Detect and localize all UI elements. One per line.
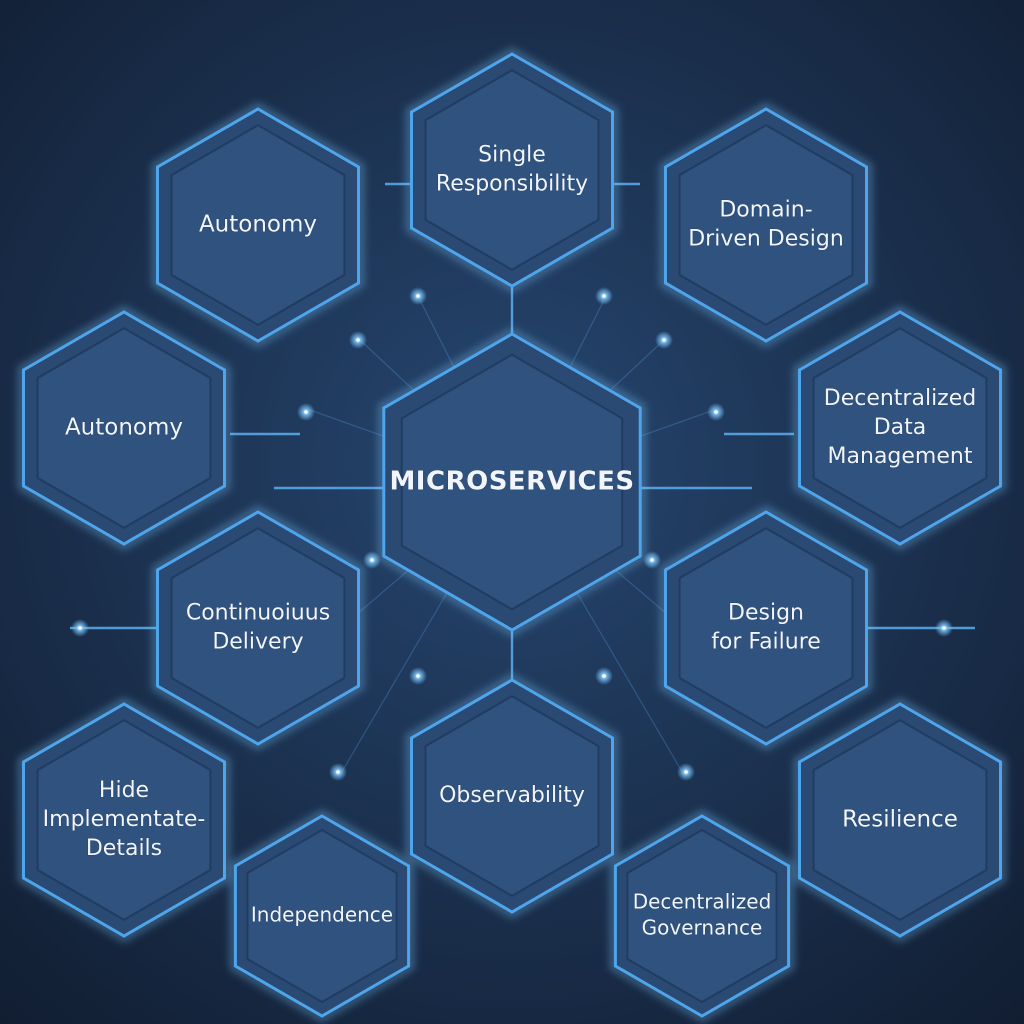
center-label: MICROSERVICES xyxy=(389,467,634,497)
hex-glow xyxy=(405,47,619,293)
hex-glow xyxy=(659,102,873,348)
hex-label-line: Data xyxy=(874,415,927,440)
hex-glow xyxy=(17,697,231,943)
hex-label-line: Governance xyxy=(642,916,763,940)
hex-node-microservices-center: MICROSERVICES xyxy=(378,327,646,637)
sparkle-core xyxy=(714,410,718,414)
hex-node-design-for-failure: Design for Failure xyxy=(659,505,873,751)
hex-inner xyxy=(170,527,346,729)
hex-node-observability: Observability xyxy=(405,673,619,919)
hex-label-line: Responsibility xyxy=(436,172,588,197)
hex-label-line: Design xyxy=(728,601,804,626)
hex-label-line: Continuoiuus xyxy=(186,601,330,626)
hex-label-line: Resilience xyxy=(842,807,958,833)
hex-label-line: Observability xyxy=(439,783,585,808)
hex-glow xyxy=(609,809,795,1023)
hex-inner xyxy=(170,124,346,326)
hex-glow xyxy=(151,102,365,348)
hex-label-line: Autonomy xyxy=(65,415,183,441)
sparkle-core xyxy=(416,294,420,298)
hex-node-resilience: Resilience xyxy=(793,697,1007,943)
sparkle-core xyxy=(602,294,606,298)
hex-inner xyxy=(678,124,854,326)
hex-inner xyxy=(424,695,600,897)
hex-node-domain-driven-design: Domain- Driven Design xyxy=(659,102,873,348)
hex-label-line: Details xyxy=(86,836,162,861)
hex-inner xyxy=(36,327,212,529)
sparkle-core xyxy=(684,770,688,774)
hex-glow xyxy=(659,505,873,751)
hex-inner xyxy=(36,719,212,921)
hex-label-line: Independence xyxy=(251,903,393,927)
sparkle-core xyxy=(416,674,420,678)
hex-label-line: Delivery xyxy=(212,630,303,655)
hex-node-autonomy-left: Autonomy xyxy=(17,305,231,551)
hex-inner xyxy=(626,828,778,1004)
hex-inner xyxy=(424,69,600,271)
sparkle-core xyxy=(78,626,82,630)
hex-glow xyxy=(793,305,1007,551)
hex-label-line: Domain- xyxy=(719,198,812,223)
hex-glow xyxy=(405,673,619,919)
hex-node-independence: Independence xyxy=(229,809,415,1023)
hex-label-line: Hide xyxy=(99,778,149,803)
hex-glow xyxy=(229,809,415,1023)
hex-glow xyxy=(378,327,646,637)
hex-glow xyxy=(151,505,365,751)
hex-label-line: Decentralized xyxy=(824,386,976,411)
sparkle-core xyxy=(650,558,654,562)
sparkle-core xyxy=(602,674,606,678)
hex-label-line: Decentralized xyxy=(633,889,772,913)
sparkle-core xyxy=(336,770,340,774)
hex-label-line: Implementate- xyxy=(43,807,206,832)
sparkle-core xyxy=(370,558,374,562)
hex-glow xyxy=(17,305,231,551)
sparkle-core xyxy=(304,410,308,414)
hex-label-line: Autonomy xyxy=(199,212,317,238)
hex-label-line: Management xyxy=(828,444,973,469)
hex-glow xyxy=(793,697,1007,943)
hex-inner xyxy=(400,353,624,611)
hex-label-line: Single xyxy=(478,143,546,168)
hex-inner xyxy=(812,327,988,529)
hex-inner xyxy=(812,719,988,921)
hex-inner xyxy=(678,527,854,729)
sparkle-core xyxy=(942,626,946,630)
sparkle-core xyxy=(356,338,360,342)
hex-inner xyxy=(246,828,398,1004)
hex-label-line: for Failure xyxy=(711,630,821,655)
hex-label-line: Driven Design xyxy=(688,227,844,252)
hex-node-autonomy-top: Autonomy xyxy=(151,102,365,348)
spark-layer xyxy=(71,287,953,781)
sparkle-core xyxy=(662,338,666,342)
